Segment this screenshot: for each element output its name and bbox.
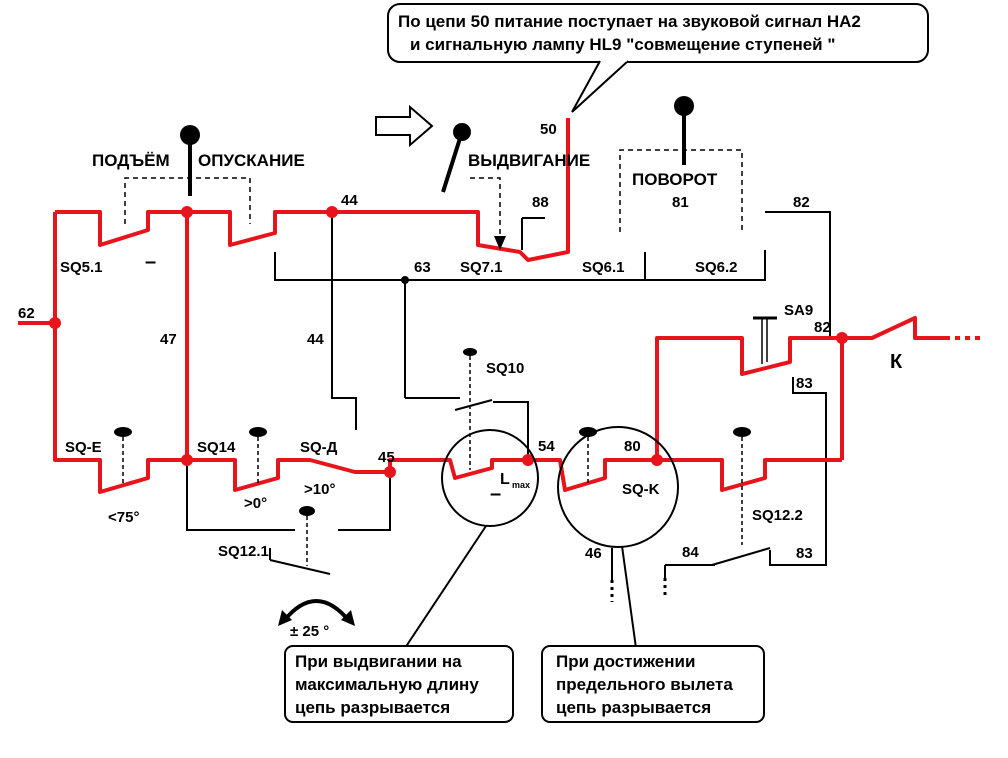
callout-top-line2: и сигнальную лампу HL9 "совмещение ступе… (410, 35, 835, 54)
callout-bl-line1: При выдвигании на (295, 652, 462, 671)
callout-bottom-right: При достижении предельного вылета цепь р… (541, 645, 765, 723)
wire-54: 54 (538, 438, 555, 455)
minus-sign-1: – (145, 251, 156, 273)
wire-82-top: 82 (793, 194, 810, 211)
wire-63: 63 (414, 259, 431, 276)
switch-sq14: SQ14 (197, 439, 236, 456)
wire-45: 45 (378, 449, 395, 466)
relay-k: К (890, 351, 903, 373)
switch-sq-k: SQ-K (622, 481, 660, 498)
wire-82-mid: 82 (814, 319, 831, 336)
callout-br-line3: цепь разрывается (556, 698, 711, 717)
junctions (49, 206, 848, 478)
mode-extend: ВЫДВИГАНИЕ (468, 151, 590, 170)
wire-44-mid: 44 (307, 331, 324, 348)
mode-rotate: ПОВОРОТ (632, 170, 718, 189)
wire-83-bot: 83 (796, 545, 813, 562)
switch-sq7-1: SQ7.1 (460, 259, 503, 276)
sq-k-highlight (557, 426, 679, 548)
minus-sign-2: – (490, 483, 501, 505)
callout-bottom-left: При выдвигании на максимальную длину цеп… (284, 645, 514, 723)
wire-46: 46 (585, 545, 602, 562)
callout-bl-line2: максимальную длину (295, 675, 479, 694)
switch-sa9: SA9 (784, 302, 813, 319)
switch-sq5-1: SQ5.1 (60, 259, 103, 276)
callout-br-line2: предельного вылета (556, 675, 733, 694)
angle-gt0: >0° (244, 495, 267, 512)
callout-top: По цепи 50 питание поступает на звуковой… (387, 3, 929, 113)
wire-83-mid: 83 (796, 375, 813, 392)
callout-bl-line3: цепь разрывается (295, 698, 450, 717)
inactive-wiring (186, 211, 831, 580)
switch-sq6-1: SQ6.1 (582, 259, 625, 276)
callout-top-line1: По цепи 50 питание поступает на звуковой… (398, 12, 861, 31)
switch-sq-d: SQ-Д (300, 439, 338, 456)
wire-44-top: 44 (341, 192, 358, 209)
wire-50: 50 (540, 121, 557, 138)
switch-sq6-2: SQ6.2 (695, 259, 738, 276)
lever-knobs (114, 96, 777, 566)
wire-80: 80 (624, 438, 641, 455)
rotation-arc-icon (281, 599, 352, 624)
wire-47: 47 (160, 331, 177, 348)
switch-sq10: SQ10 (486, 360, 524, 377)
sq10-highlight (441, 429, 539, 527)
direction-arrow-icon (375, 104, 434, 148)
callout-br-line1: При достижении (556, 652, 695, 671)
switch-sq12-1: SQ12.1 (218, 543, 269, 560)
angle-gt10: >10° (304, 481, 335, 498)
wire-84: 84 (682, 544, 699, 561)
wire-81: 81 (672, 194, 689, 211)
angle-lt75: <75° (108, 509, 139, 526)
wire-88: 88 (532, 194, 549, 211)
mode-raise: ПОДЪЁМ (92, 151, 170, 170)
pointer-line (404, 525, 487, 649)
active-circuit (18, 118, 980, 494)
switch-sq12-2: SQ12.2 (752, 507, 803, 524)
pointer-line (621, 545, 637, 649)
switch-sq-e: SQ-E (65, 439, 102, 456)
lmax-label: L (500, 471, 510, 488)
lmax-sub: max (512, 480, 530, 490)
angle-pm25: ± 25 ° (290, 623, 329, 640)
mode-lower: ОПУСКАНИЕ (198, 151, 305, 170)
wire-62: 62 (18, 305, 35, 322)
